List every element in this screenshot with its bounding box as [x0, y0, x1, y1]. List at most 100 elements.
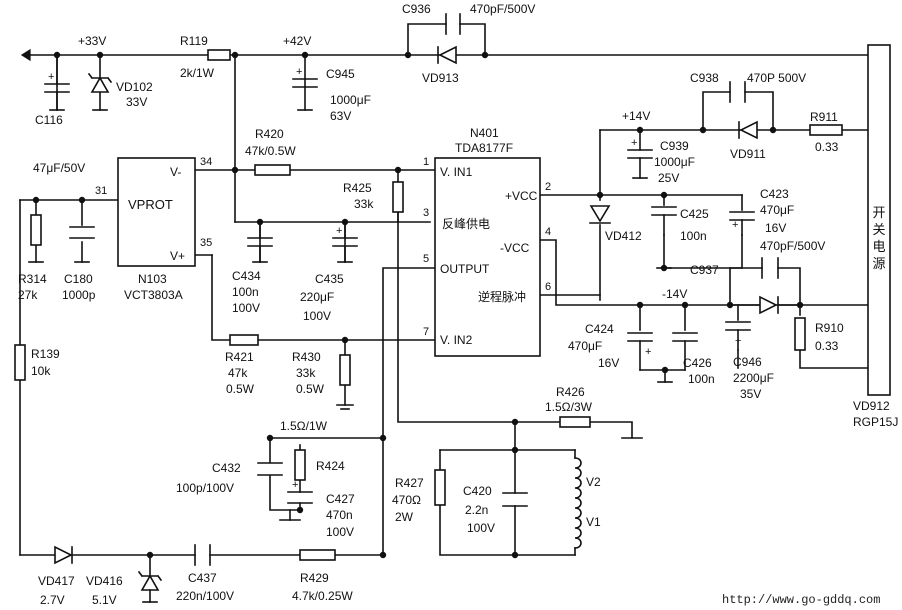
r420-ref: R420: [255, 127, 284, 141]
capacitor-c435: +: [332, 221, 358, 263]
r314-val: 27k: [18, 288, 38, 302]
r427-ref: R427: [395, 476, 424, 490]
c435-val2: 100V: [303, 309, 331, 323]
capacitor-c437: [194, 544, 211, 566]
ic-part: TDA8177F: [455, 141, 513, 155]
capacitor-c938: [729, 81, 746, 103]
c938-ref: C938: [690, 71, 719, 85]
rail-neg14v-label: -14V: [662, 287, 687, 301]
resistor-r424: [294, 449, 306, 481]
resistor-r425: [392, 181, 404, 213]
ic-ref: N401: [470, 126, 499, 140]
c420-val1: 2.2n: [465, 503, 488, 517]
vprot-vminus: V-: [170, 165, 181, 179]
c435-ref: C435: [315, 272, 344, 286]
coil-v2-label: V2: [586, 475, 601, 489]
ic-pin2: 2: [545, 181, 551, 193]
vprot-part: VCT3803A: [124, 288, 183, 302]
vd912-ref: VD912: [853, 399, 890, 413]
vd912-val: RGP15J: [853, 415, 898, 429]
ic-pin7: 7: [423, 326, 429, 338]
tda8177f-ic-n401: [434, 157, 541, 357]
c946-val1: 2200μF: [733, 371, 774, 385]
vd412-ref: VD412: [605, 229, 642, 243]
zener-vd102: [87, 72, 113, 111]
diode-vd417: [54, 545, 73, 565]
c946-ref: C946: [733, 355, 762, 369]
capacitor-c116: +: [44, 54, 70, 111]
ic-flyback-label: 反峰供电: [442, 217, 490, 231]
r420-val: 47k/0.5W: [245, 144, 296, 158]
c937-val: 470pF/500V: [760, 239, 825, 253]
c426-ref: C426: [683, 356, 712, 370]
c945-val1: 1000μF: [330, 93, 371, 107]
watermark-url: http://www.go-gddq.com: [722, 593, 880, 607]
capacitor-c936: [445, 13, 461, 35]
c424-ref: C424: [585, 322, 614, 336]
ic-pin3: 3: [423, 207, 429, 219]
r425-ref: R425: [343, 181, 372, 195]
deflection-yoke-coil: [574, 457, 582, 549]
c423-val2: 16V: [765, 221, 786, 235]
r426-ref: R426: [556, 385, 585, 399]
psu-label: 开关电源: [872, 206, 886, 272]
c437-val: 220n/100V: [176, 589, 234, 603]
r910-val: 0.33: [815, 339, 839, 353]
resistor-r429: [299, 549, 336, 561]
c420-ref: C420: [463, 484, 492, 498]
vprot-pin35: 35: [200, 237, 212, 249]
r314-ref: R314: [18, 272, 47, 286]
capacitor-c937: [761, 257, 779, 279]
capacitor-c945: +: [292, 66, 318, 111]
vd102-ref: VD102: [116, 80, 153, 94]
zener-vd416: [137, 570, 163, 603]
c425-ref: C425: [680, 207, 709, 221]
switch-mode-power-supply-block: [867, 44, 891, 396]
c434-val1: 100n: [232, 285, 259, 299]
ic-pin5: 5: [423, 253, 429, 265]
vd416-val: 5.1V: [92, 593, 117, 607]
c427-val1: 470n: [326, 508, 353, 522]
r430-ref: R430: [292, 350, 321, 364]
c939-val2: 25V: [658, 171, 679, 185]
c435-val1: 220μF: [300, 290, 334, 304]
c426-val: 100n: [688, 372, 715, 386]
c945-val2: 63V: [330, 109, 351, 123]
resistor-r426: [559, 416, 591, 428]
junction-dots: [32, 51, 804, 559]
ic-retrace-label: 逆程脉冲: [478, 289, 526, 304]
vd416-ref: VD416: [86, 574, 123, 588]
vprot-ref: N103: [138, 272, 167, 286]
r426-val: 1.5Ω/3W: [545, 400, 593, 414]
r119-ref: R119: [180, 34, 208, 48]
vprot-vplus: V+: [170, 249, 185, 263]
r910-ref: R910: [815, 321, 844, 335]
r139-ref: R139: [31, 347, 60, 361]
output-arrow-icon: [20, 48, 31, 62]
capacitor-c426: [672, 332, 698, 371]
c432-val: 100p/100V: [176, 481, 234, 495]
r421-val2: 0.5W: [226, 382, 255, 396]
capacitor-c427: +: [287, 479, 313, 504]
capacitor-c424: +: [627, 332, 653, 371]
diode-vd912: [759, 295, 779, 315]
svg-text:+: +: [292, 479, 298, 491]
vprot-pin34: 34: [200, 156, 212, 168]
coil-v1-label: V1: [586, 515, 601, 529]
capacitor-c420: [502, 492, 528, 507]
vd417-val: 2.7V: [40, 593, 65, 607]
resistor-r314: [30, 214, 42, 246]
resistor-r420: [254, 164, 291, 176]
r421-val1: 47k: [228, 366, 248, 380]
ic-pin1: 1: [423, 156, 429, 168]
ic-vcc-neg-label: -VCC: [500, 241, 530, 255]
r424-ref: R424: [316, 459, 345, 473]
c432-ref: C432: [212, 461, 241, 475]
c939-val1: 1000μF: [654, 155, 695, 169]
r430-val2: 0.5W: [296, 382, 325, 396]
c116-ref: C116: [35, 113, 63, 127]
c437-ref: C437: [188, 571, 217, 585]
c434-val2: 100V: [232, 301, 260, 315]
c946-val2: 35V: [740, 387, 761, 401]
